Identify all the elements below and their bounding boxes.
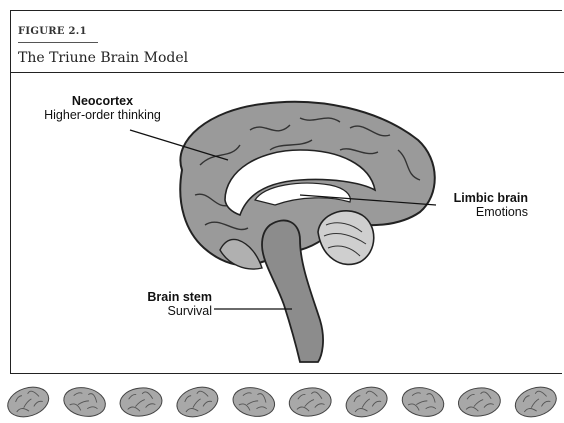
brain-icon — [4, 382, 53, 422]
brain-icon — [61, 384, 108, 420]
brain-icon — [288, 386, 333, 418]
limbic-function: Emotions — [440, 205, 528, 219]
neocortex-name: Neocortex — [20, 94, 185, 108]
neocortex-label: Neocortex Higher-order thinking — [20, 94, 185, 122]
brain-icon — [342, 382, 391, 422]
neocortex-function: Higher-order thinking — [20, 108, 185, 122]
brain-stem-label: Brain stem Survival — [134, 290, 212, 318]
cerebellum-shape — [318, 211, 374, 265]
brain-stem-name: Brain stem — [134, 290, 212, 304]
brain-icon-strip — [0, 380, 564, 423]
limbic-name: Limbic brain — [440, 191, 528, 205]
limbic-label: Limbic brain Emotions — [440, 191, 528, 219]
brain-icon — [512, 382, 561, 422]
brain-icon — [400, 384, 447, 420]
brain-icon — [230, 384, 277, 420]
brain-icon — [457, 386, 502, 418]
brain-icon — [173, 382, 222, 422]
brain-icon — [119, 386, 164, 418]
brain-stem-function: Survival — [134, 304, 212, 318]
